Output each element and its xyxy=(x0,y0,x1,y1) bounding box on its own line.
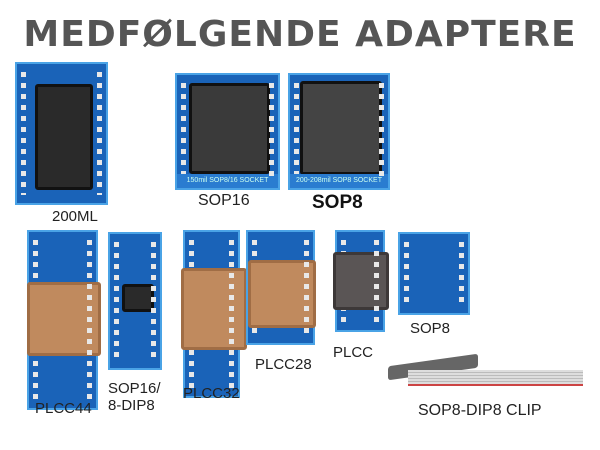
board-text: 150mil SOP8/16 SOCKET xyxy=(177,174,278,188)
label-sop16: SOP16 xyxy=(198,192,250,209)
label-sop8-dip8-clip: SOP8-DIP8 CLIP xyxy=(418,402,542,419)
page-title: MEDFØLGENDE ADAPTERE xyxy=(23,14,577,55)
label-200ml: 200ML xyxy=(52,208,98,225)
label-plcc: PLCC xyxy=(333,344,374,361)
label-plcc32: PLCC32 xyxy=(183,385,240,402)
adapter-200ml-board xyxy=(15,62,108,205)
adapter-plcc44-board xyxy=(27,230,101,410)
adapter-sop16-board: 150mil SOP8/16 SOCKET xyxy=(175,73,280,190)
adapter-plcc32-board xyxy=(181,230,247,398)
label-line-2: 8-DIP8 xyxy=(108,397,155,414)
sop8-clip-image xyxy=(388,353,583,390)
label-sop8: SOP8 xyxy=(312,192,363,213)
label-plcc28: PLCC28 xyxy=(255,356,312,373)
adapter-plcc28-board xyxy=(246,230,316,345)
label-line-1: SOP16/ xyxy=(108,380,161,397)
board-text: 200-208mil SOP8 SOCKET xyxy=(290,174,388,188)
label-sop16-dip8: SOP16/8-DIP8 xyxy=(108,380,161,414)
label-sop8-small: SOP8 xyxy=(410,320,451,337)
adapter-sop16-dip8-board xyxy=(108,232,162,370)
adapter-sop8-board: 200-208mil SOP8 SOCKET xyxy=(288,73,390,190)
adapter-plcc-board xyxy=(333,230,389,332)
adapter-sop8-small-board xyxy=(398,232,470,315)
label-plcc44: PLCC44 xyxy=(35,400,92,417)
